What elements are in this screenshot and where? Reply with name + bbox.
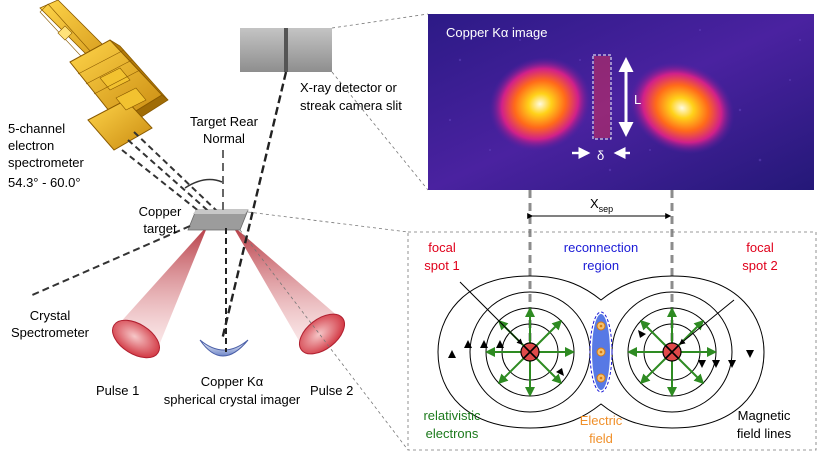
copper-kalpha-image: Copper Kα image L δ — [428, 14, 814, 190]
focal-spot-2-pointer — [679, 299, 735, 345]
svg-text:electrons: electrons — [426, 426, 479, 441]
focal-spot-1-label: focal spot 1 — [424, 240, 459, 273]
image-title: Copper Kα image — [446, 25, 547, 40]
target-rear-normal-label: Target Rear Normal — [190, 114, 259, 146]
field-diagram-panel — [407, 231, 817, 451]
field-direction-arrows — [448, 330, 754, 376]
zoom-connector-lines — [239, 13, 429, 451]
svg-text:Copper Kα: Copper Kα — [201, 374, 264, 389]
reconnection-region-label: reconnection region — [564, 240, 638, 273]
spectrometer-label: 5-channel electron spectrometer 54.3° - … — [8, 121, 85, 190]
length-label: L — [634, 92, 641, 107]
xsep-label: Xsep — [590, 196, 613, 214]
svg-text:relativistic: relativistic — [423, 408, 481, 423]
width-label: δ — [597, 148, 604, 163]
xray-detector — [240, 28, 332, 72]
reconnection-region — [589, 311, 613, 393]
svg-text:Target Rear: Target Rear — [190, 114, 259, 129]
svg-text:Normal: Normal — [203, 131, 245, 146]
svg-text:target: target — [143, 221, 177, 236]
angle-arc — [184, 178, 223, 189]
imager-label: Copper Kα spherical crystal imager — [164, 374, 301, 407]
crystal-spectrometer-line — [29, 225, 191, 297]
svg-text:electron: electron — [8, 138, 54, 153]
svg-text:spot 1: spot 1 — [424, 258, 459, 273]
svg-text:streak camera slit: streak camera slit — [300, 98, 402, 113]
svg-text:region: region — [583, 258, 619, 273]
magnetic-field-lines-label: Magnetic field lines — [737, 408, 792, 441]
copper-target — [187, 209, 249, 231]
svg-text:Magnetic: Magnetic — [738, 408, 791, 423]
pulse-1-label: Pulse 1 — [96, 383, 139, 398]
spherical-crystal-imager — [199, 339, 249, 357]
copper-target-label: Copper target — [139, 204, 182, 236]
svg-text:5-channel: 5-channel — [8, 121, 65, 136]
crystal-spectrometer-label: Crystal Spectrometer — [11, 308, 90, 340]
svg-text:Spectrometer: Spectrometer — [11, 325, 90, 340]
svg-text:54.3° - 60.0°: 54.3° - 60.0° — [8, 175, 81, 190]
svg-text:Electric: Electric — [580, 413, 623, 428]
svg-text:focal: focal — [746, 240, 774, 255]
laser-pulse-1 — [112, 225, 208, 359]
focal-spot-1-pointer — [459, 281, 523, 345]
svg-text:X-ray detector or: X-ray detector or — [300, 80, 397, 95]
electron-spectrometer-device — [39, 0, 169, 151]
svg-text:reconnection: reconnection — [564, 240, 638, 255]
focal-spot-2-label: focal spot 2 — [742, 240, 777, 273]
laser-pulse-2 — [232, 225, 345, 355]
svg-text:field lines: field lines — [737, 426, 792, 441]
detector-sightline — [220, 71, 288, 341]
svg-text:spot 2: spot 2 — [742, 258, 777, 273]
svg-text:Copper: Copper — [139, 204, 182, 219]
svg-text:spectrometer: spectrometer — [8, 155, 85, 170]
focal-spot-2-marker — [662, 342, 682, 362]
electric-field-label: Electric field — [580, 413, 623, 446]
reconnection-box — [592, 54, 612, 140]
svg-text:spherical crystal imager: spherical crystal imager — [164, 392, 301, 407]
pulse-2-label: Pulse 2 — [310, 383, 353, 398]
svg-text:field: field — [589, 431, 613, 446]
svg-text:focal: focal — [428, 240, 456, 255]
relativistic-electrons-label: relativistic electrons — [423, 408, 481, 441]
svg-text:Crystal: Crystal — [30, 308, 71, 323]
detector-label: X-ray detector or streak camera slit — [300, 80, 402, 113]
focal-spot-1-marker — [520, 342, 540, 362]
spectrometer-sightlines — [121, 131, 219, 221]
